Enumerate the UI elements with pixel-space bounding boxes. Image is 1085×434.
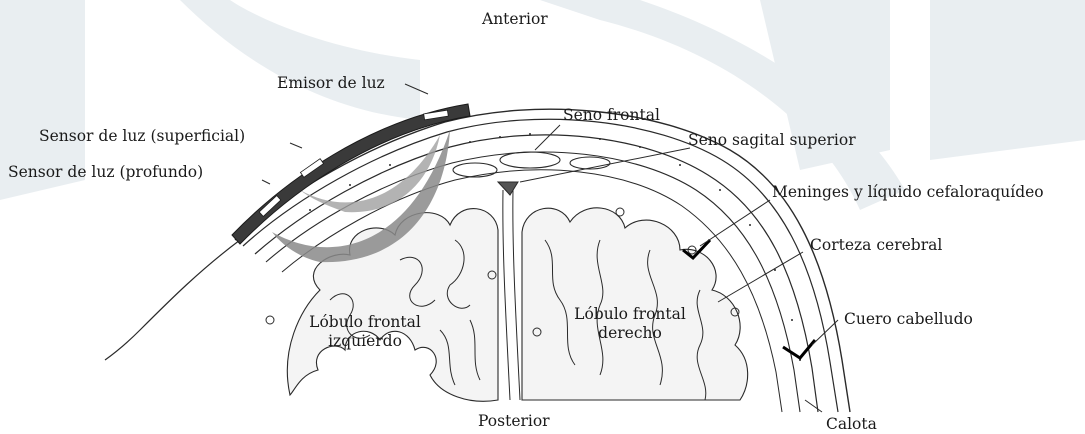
left-frontal-lobe-label-line1: Lóbulo frontal [300,313,430,331]
sensor-superficial-label: Sensor de luz (superficial) [39,127,245,145]
meninges-csf-label: Meninges y líquido cefaloraquídeo [772,183,1044,201]
sensor-deep-label: Sensor de luz (profundo) [8,163,203,181]
right-frontal-lobe-label-line1: Lóbulo frontal [565,305,695,323]
superior-sagittal-sinus-label: Seno sagital superior [688,131,856,149]
skull-label: Calota [826,415,877,433]
posterior-label: Posterior [478,412,550,430]
cerebral-cortex-label: Corteza cerebral [810,236,942,254]
light-emitter-label: Emisor de luz [277,74,385,92]
anterior-label: Anterior [482,10,548,28]
left-frontal-lobe-label-line2: izquierdo [300,332,430,350]
scalp-label: Cuero cabelludo [844,310,973,328]
falx-midline [498,182,520,400]
frontal-sinus-label: Seno frontal [563,106,660,124]
probe-cable [105,240,240,360]
right-frontal-lobe-label-line2: derecho [565,324,695,342]
